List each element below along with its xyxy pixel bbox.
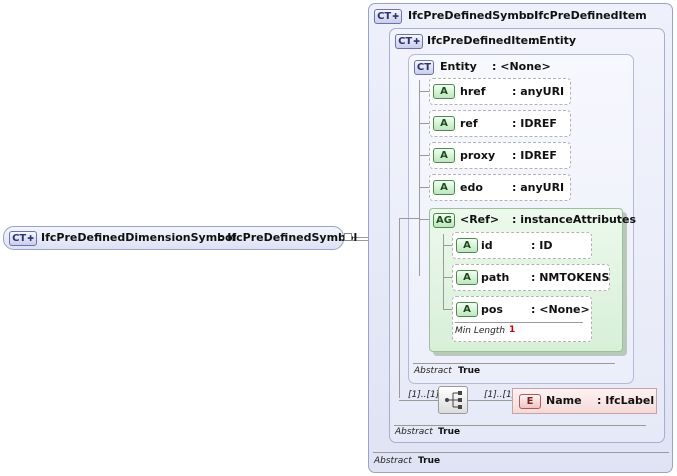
attribute-name: edo	[460, 181, 483, 194]
sequence-connector	[399, 400, 438, 401]
element-name[interactable]: E Name : IfcLabel	[512, 388, 657, 414]
attribute-id[interactable]: A id : ID	[452, 232, 592, 259]
ct-badge-icon: CT✚	[9, 231, 37, 246]
sequence-cardinality: [1]..[1]	[408, 390, 440, 400]
element-connector	[468, 400, 512, 401]
divider	[373, 452, 669, 453]
attribute-name: proxy	[460, 149, 496, 162]
attribute-edo[interactable]: A edo : anyURI	[429, 174, 571, 201]
attribute-name: path	[481, 271, 510, 284]
attribute-badge-icon: A	[433, 180, 455, 195]
attribute-proxy[interactable]: A proxy : IDREF	[429, 142, 571, 169]
attribute-tree-line	[419, 91, 429, 92]
root-connector	[344, 237, 368, 238]
mid-type: : Entity	[531, 34, 577, 47]
abstract-value: True	[438, 427, 461, 437]
attribute-badge-icon: A	[456, 302, 478, 317]
group-tree-line	[443, 234, 444, 310]
abstract-value: True	[418, 456, 441, 466]
attribute-type: : NMTOKENS	[531, 271, 610, 284]
expand-plus-icon: ✚	[392, 12, 399, 21]
root-name: IfcPreDefinedDimensionSymbol	[41, 231, 237, 244]
divider	[455, 322, 583, 323]
attribute-badge-icon: A	[433, 148, 455, 163]
attribute-name: pos	[481, 303, 503, 316]
attribute-tree-line	[419, 123, 429, 124]
ct-badge-icon: CT	[414, 60, 434, 75]
attribute-tree-line	[399, 218, 400, 398]
outer-name: IfcPreDefinedSymbol	[408, 9, 539, 22]
ct-badge-icon: CT✚	[395, 34, 423, 49]
attribute-badge-icon: A	[456, 238, 478, 253]
attribute-path[interactable]: A path : NMTOKENS	[452, 264, 610, 291]
root-type-node[interactable]: CT✚ IfcPreDefinedDimensionSymbol : IfcPr…	[3, 226, 357, 250]
abstract-label: Abstract	[414, 366, 452, 376]
attribute-type: : IDREF	[512, 117, 557, 130]
divider	[413, 363, 615, 364]
group-name: <Ref>	[460, 213, 500, 226]
attribute-badge-icon: A	[433, 116, 455, 131]
element-type: : IfcLabel	[597, 394, 655, 407]
attribute-group-badge-icon: AG	[433, 213, 455, 228]
attribute-tree-line	[419, 219, 429, 220]
attribute-pos[interactable]: A pos : <None> Min Length 1	[452, 296, 592, 342]
group-tree-line	[443, 245, 452, 246]
abstract-label: Abstract	[374, 456, 412, 466]
attribute-badge-icon: A	[456, 270, 478, 285]
group-tree-line	[443, 277, 452, 278]
attribute-name: id	[481, 239, 493, 252]
attribute-tree-line	[419, 187, 429, 188]
attribute-tree-line	[399, 218, 419, 219]
expand-plus-icon: ✚	[413, 37, 420, 46]
divider	[394, 425, 646, 426]
facet-value: 1	[509, 325, 516, 335]
attribute-tree-line	[419, 155, 429, 156]
abstract-value: True	[458, 366, 481, 376]
outer-type: : IfcPreDefinedItem	[526, 9, 647, 22]
sequence-icon[interactable]	[438, 386, 468, 414]
element-label: Name	[546, 394, 582, 407]
element-cardinality: [1]..[1]	[484, 390, 516, 400]
attribute-name: ref	[460, 117, 478, 130]
expand-plus-icon: ✚	[27, 234, 34, 243]
entity-name: Entity	[440, 60, 477, 73]
attribute-badge-icon: A	[433, 84, 455, 99]
attribute-tree-line	[419, 80, 420, 276]
element-badge-icon: E	[519, 394, 541, 409]
root-type: : IfcPreDefinedSymbol	[219, 231, 358, 244]
attribute-type: : <None>	[531, 303, 590, 316]
expand-toggle-icon[interactable]	[344, 233, 352, 241]
attribute-ref[interactable]: A ref : IDREF	[429, 110, 571, 137]
attribute-name: href	[460, 85, 486, 98]
abstract-label: Abstract	[395, 427, 433, 437]
group-type: : instanceAttributes	[512, 213, 637, 226]
attribute-type: : IDREF	[512, 149, 557, 162]
outer-connector	[352, 240, 368, 241]
ct-badge-icon: CT✚	[374, 9, 402, 24]
attribute-type: : ID	[531, 239, 553, 252]
attribute-href[interactable]: A href : anyURI	[429, 78, 571, 105]
attribute-type: : anyURI	[512, 85, 565, 98]
mid-name: IfcPreDefinedItem	[427, 34, 540, 47]
attribute-type: : anyURI	[512, 181, 565, 194]
group-tree-line	[443, 309, 452, 310]
entity-type: : <None>	[492, 60, 551, 73]
facet-label: Min Length	[455, 326, 506, 336]
